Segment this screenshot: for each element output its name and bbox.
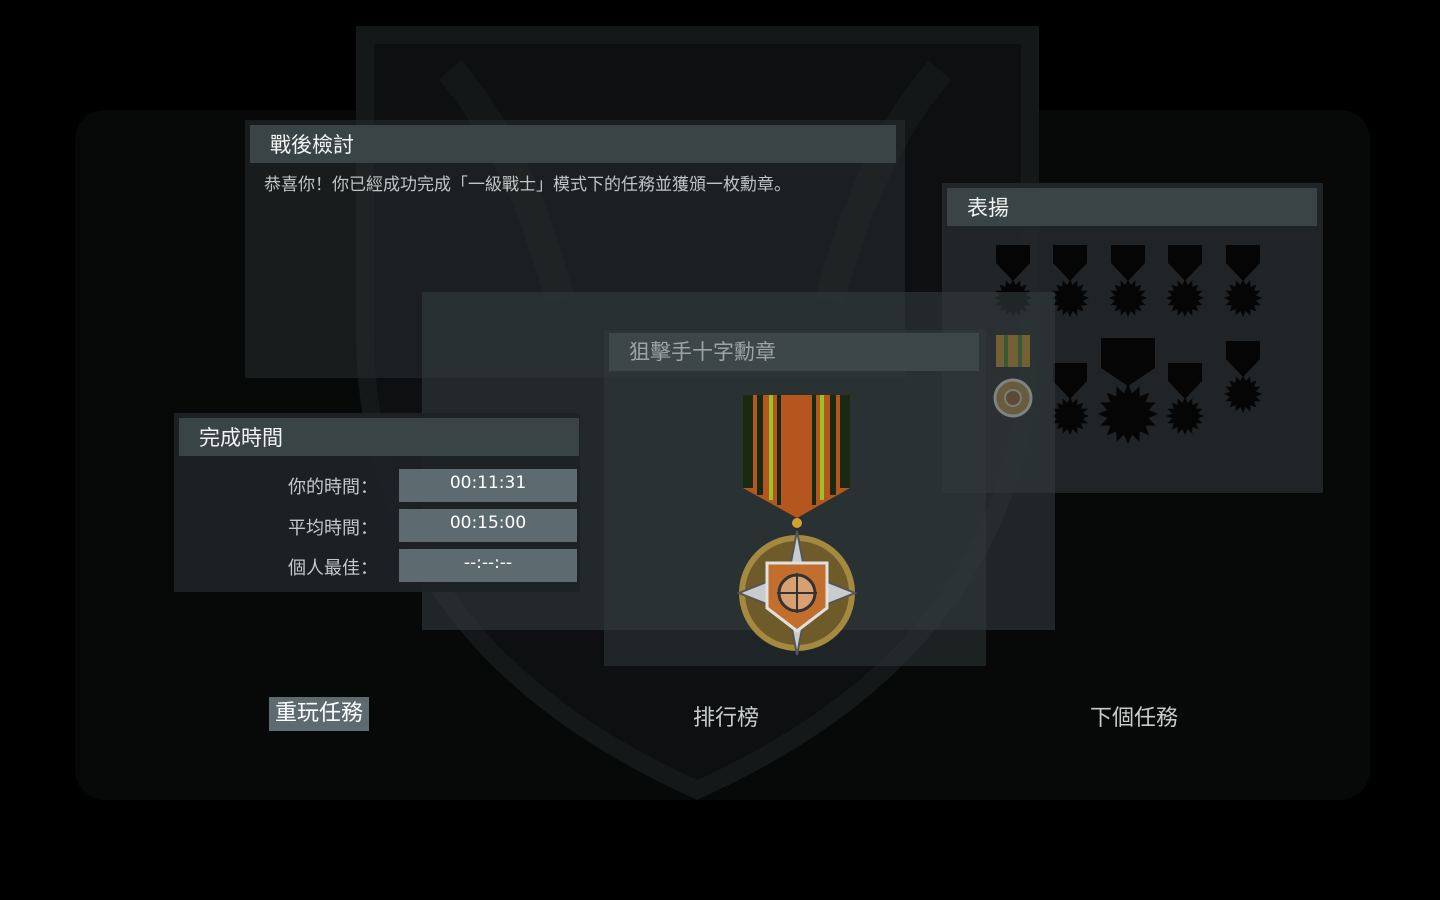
debrief-message: 恭喜你！你已經成功完成「一級戰士」模式下的任務並獲頒一枚勳章。 bbox=[264, 175, 791, 195]
locked-medal-icon[interactable] bbox=[1098, 338, 1158, 444]
locked-medal-icon[interactable] bbox=[1224, 245, 1262, 317]
locked-medal-icon[interactable] bbox=[1051, 245, 1089, 317]
debrief-title: 戰後檢討 bbox=[250, 125, 896, 163]
commendations-title: 表揚 bbox=[947, 188, 1317, 226]
sniper-cross-medal-icon bbox=[736, 395, 858, 656]
next-mission-button[interactable]: 下個任務 bbox=[1090, 706, 1179, 731]
locked-medal-icon[interactable] bbox=[1166, 245, 1204, 317]
completion-time-title: 完成時間 bbox=[179, 418, 579, 456]
replay-mission-button[interactable]: 重玩任務 bbox=[269, 697, 370, 731]
average-time-value: 00:15:00 bbox=[399, 509, 577, 542]
locked-medal-icon[interactable] bbox=[1224, 341, 1262, 413]
your-time-value: 00:11:31 bbox=[399, 469, 577, 502]
leaderboard-button[interactable]: 排行榜 bbox=[693, 706, 760, 731]
personal-best-value: --:--:-- bbox=[399, 549, 577, 582]
personal-best-label: 個人最佳： bbox=[288, 558, 378, 579]
locked-medal-icon[interactable] bbox=[1166, 363, 1204, 435]
your-time-label: 你的時間： bbox=[288, 477, 378, 498]
average-time-label: 平均時間： bbox=[288, 518, 378, 539]
medal-name: 狙擊手十字勳章 bbox=[609, 333, 979, 371]
locked-medal-icon[interactable] bbox=[1109, 245, 1147, 317]
locked-medal-icon[interactable] bbox=[1051, 363, 1089, 435]
